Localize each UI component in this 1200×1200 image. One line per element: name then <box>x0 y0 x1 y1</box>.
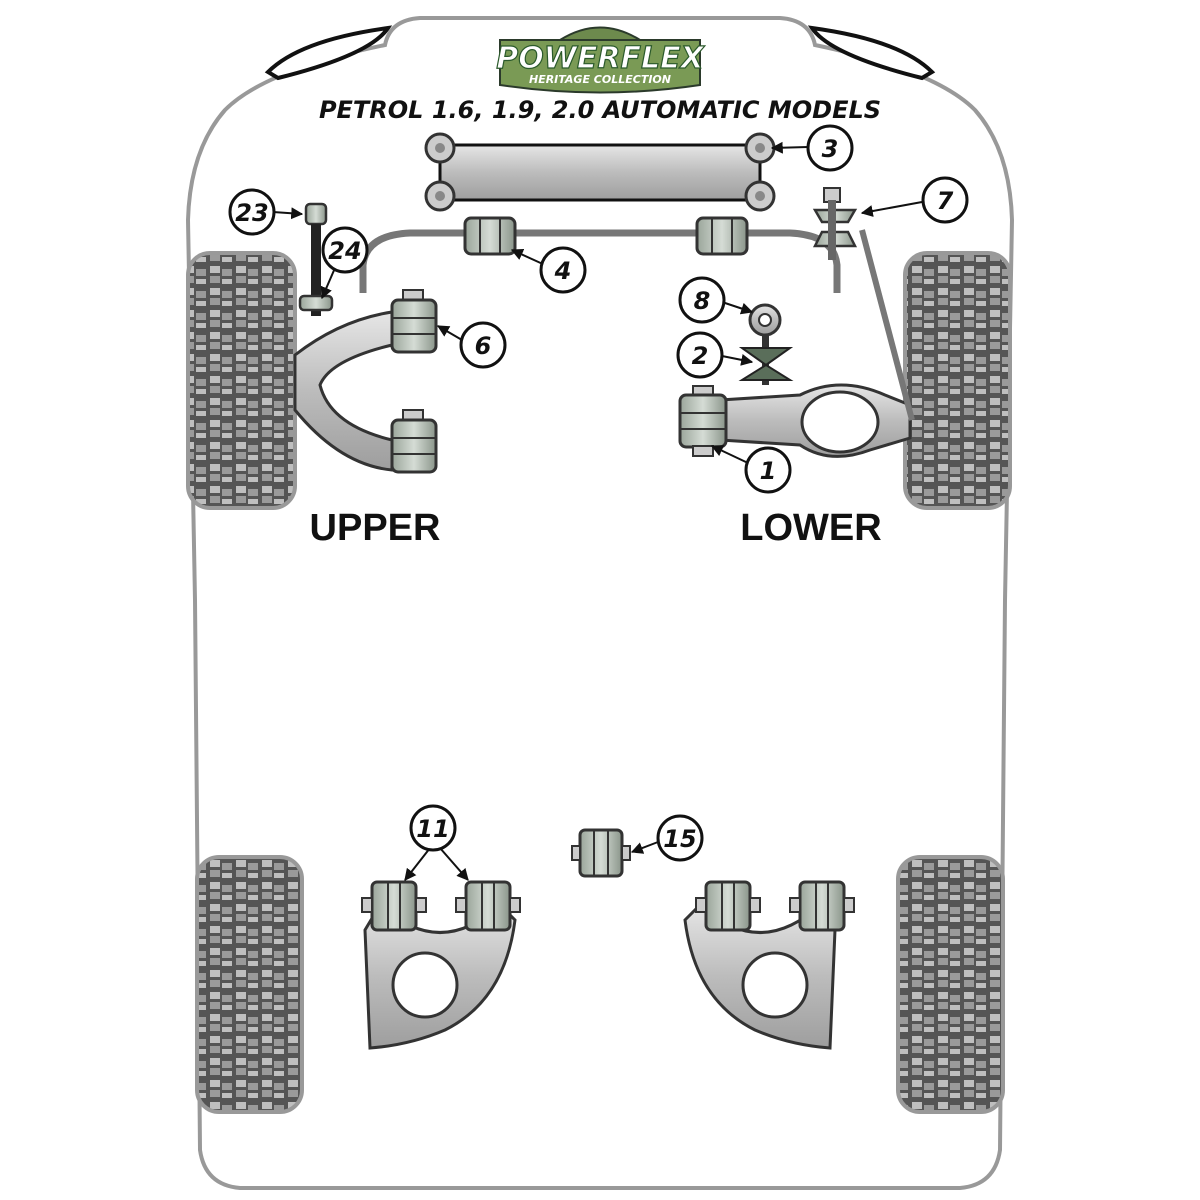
callout-24: 24 <box>321 226 369 274</box>
callout-2: 2 <box>676 331 724 379</box>
callout-4: 4 <box>539 246 587 294</box>
callout-8: 8 <box>678 276 726 324</box>
callout-23: 23 <box>228 188 276 236</box>
bolt-part-23-24 <box>298 202 334 316</box>
logo-text: POWERFLEX <box>496 41 705 76</box>
callout-11: 11 <box>409 804 457 852</box>
rear-arm-left-part-11 <box>361 880 521 1050</box>
arb-bush-left-part-4 <box>463 216 517 256</box>
svg-text:24: 24 <box>328 237 361 265</box>
svg-text:15: 15 <box>663 825 696 853</box>
callout-7: 7 <box>921 176 969 224</box>
callout-3: 3 <box>806 124 854 172</box>
rear-arm-right-part-11 <box>683 880 855 1050</box>
drop-link-part-7 <box>812 187 915 421</box>
callout-15: 15 <box>656 814 704 862</box>
tyre-rear-right <box>896 855 1005 1114</box>
model-subtitle: PETROL 1.6, 1.9, 2.0 AUTOMATIC MODELS <box>319 96 881 124</box>
bush-part-15 <box>571 828 631 878</box>
bush-part-2 <box>738 347 794 381</box>
svg-text:1: 1 <box>760 457 777 485</box>
svg-text:4: 4 <box>554 257 572 285</box>
arb-bush-right-part-4 <box>695 216 749 256</box>
callout-6: 6 <box>459 321 507 369</box>
upper-wishbone-part-6 <box>293 289 438 474</box>
headlight-left <box>264 25 393 81</box>
tyre-front-right <box>903 251 1012 510</box>
callout-1: 1 <box>744 446 792 494</box>
section-label-upper: UPPER <box>310 507 441 549</box>
tyre-front-left <box>186 251 297 510</box>
callout-arrows <box>272 141 923 881</box>
logo-subtext: HERITAGE COLLECTION <box>529 73 671 86</box>
svg-text:23: 23 <box>235 199 268 227</box>
svg-text:11: 11 <box>416 815 449 843</box>
svg-text:2: 2 <box>692 342 709 370</box>
tyre-rear-left <box>195 855 304 1114</box>
svg-text:7: 7 <box>937 187 954 215</box>
svg-text:8: 8 <box>694 287 711 315</box>
headlight-right <box>807 25 936 81</box>
powerflex-logo: POWERFLEX HERITAGE COLLECTION <box>496 26 706 94</box>
svg-text:3: 3 <box>822 135 839 163</box>
svg-text:6: 6 <box>475 332 492 360</box>
crossmember-part-3 <box>424 132 776 212</box>
section-label-lower: LOWER <box>740 507 881 549</box>
lower-arm-part-1 <box>678 383 912 458</box>
